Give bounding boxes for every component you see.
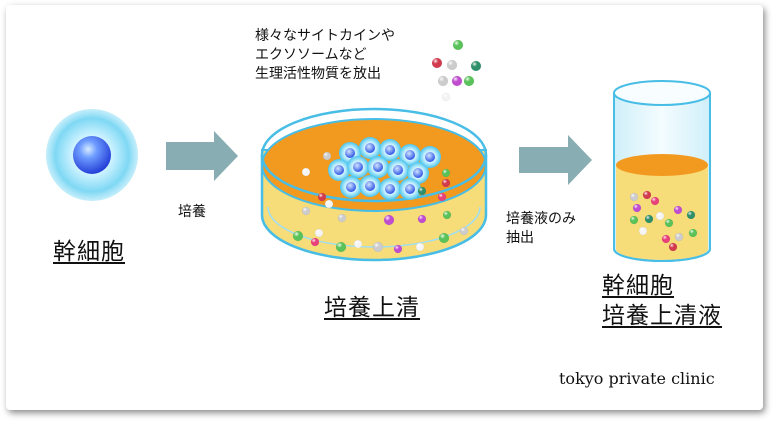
stem-cell-label: 幹細胞 <box>53 239 125 265</box>
bead <box>322 151 332 161</box>
extract-label-line2: 抽出 <box>506 230 534 246</box>
bead <box>417 214 427 224</box>
bead <box>452 39 464 51</box>
cell <box>379 139 401 161</box>
bead <box>446 59 458 71</box>
culture-label: 培養 <box>178 204 206 220</box>
cell <box>359 175 381 197</box>
bead <box>686 210 696 220</box>
cell <box>399 144 421 166</box>
bead <box>431 57 443 69</box>
bead <box>664 218 674 228</box>
bead <box>668 242 678 252</box>
bead <box>314 228 324 238</box>
bead <box>417 186 427 196</box>
bead <box>301 206 311 216</box>
bead <box>292 230 304 242</box>
diagram-card: 幹細胞 培養 培養上清 培養液のみ 抽出 幹細胞 培養上清液 様々なサイトカイン… <box>6 5 763 410</box>
result-label-line1: 幹細胞 <box>602 273 674 299</box>
bead <box>655 211 665 221</box>
bead <box>372 241 384 253</box>
bead <box>442 210 452 220</box>
bead <box>441 92 451 102</box>
bead <box>335 241 347 253</box>
release-note-line2: エクソソームなど <box>255 47 367 63</box>
bead <box>438 232 450 244</box>
release-note: 様々なサイトカインや エクソソームなど 生理活性物質を放出 <box>255 27 395 84</box>
bead <box>317 192 327 202</box>
bead <box>437 75 449 87</box>
cell <box>387 159 409 181</box>
bead <box>642 190 652 200</box>
supernatant-label: 培養上清 <box>324 295 420 321</box>
released-beads <box>431 39 482 102</box>
result-label-line2: 培養上清液 <box>602 303 722 329</box>
bead <box>650 196 660 206</box>
supernatant-tube <box>613 80 711 262</box>
cell <box>347 156 369 178</box>
bead <box>673 205 683 215</box>
bead <box>437 192 447 202</box>
arrow-culture <box>166 131 238 181</box>
bead <box>459 226 469 236</box>
bead <box>470 60 482 72</box>
bead <box>638 226 648 236</box>
bead <box>644 214 654 224</box>
cell <box>359 137 381 159</box>
bead <box>337 213 347 223</box>
bead <box>441 168 451 178</box>
stem-cell-graphic <box>46 109 138 201</box>
bead <box>463 75 475 87</box>
result-label: 幹細胞 培養上清液 <box>602 271 722 331</box>
bead <box>632 203 642 213</box>
release-note-line1: 様々なサイトカインや <box>255 28 395 44</box>
cell-cluster <box>328 137 441 200</box>
bead <box>441 178 451 188</box>
cell <box>328 159 350 181</box>
brand-name: tokyo private clinic <box>559 369 715 388</box>
bead <box>629 192 639 202</box>
bead <box>661 234 671 244</box>
bead <box>353 239 363 249</box>
bead <box>415 242 425 252</box>
bead <box>301 167 311 177</box>
bead <box>674 232 684 242</box>
cell <box>340 176 362 198</box>
bead <box>451 75 463 87</box>
cell <box>399 178 421 200</box>
cell <box>367 156 389 178</box>
bead <box>393 244 403 254</box>
dish-beads <box>292 151 469 254</box>
bead <box>383 214 395 226</box>
bead <box>688 228 698 238</box>
extract-label: 培養液のみ 抽出 <box>506 210 576 248</box>
cell <box>419 146 441 168</box>
cell <box>379 178 401 200</box>
bead <box>324 199 334 209</box>
diagram-canvas <box>46 39 711 262</box>
release-note-line3: 生理活性物質を放出 <box>255 66 381 82</box>
bead <box>629 215 639 225</box>
tube-beads <box>629 190 698 252</box>
bead <box>310 237 320 247</box>
arrow-extract <box>519 135 592 185</box>
extract-label-line1: 培養液のみ <box>506 211 576 227</box>
